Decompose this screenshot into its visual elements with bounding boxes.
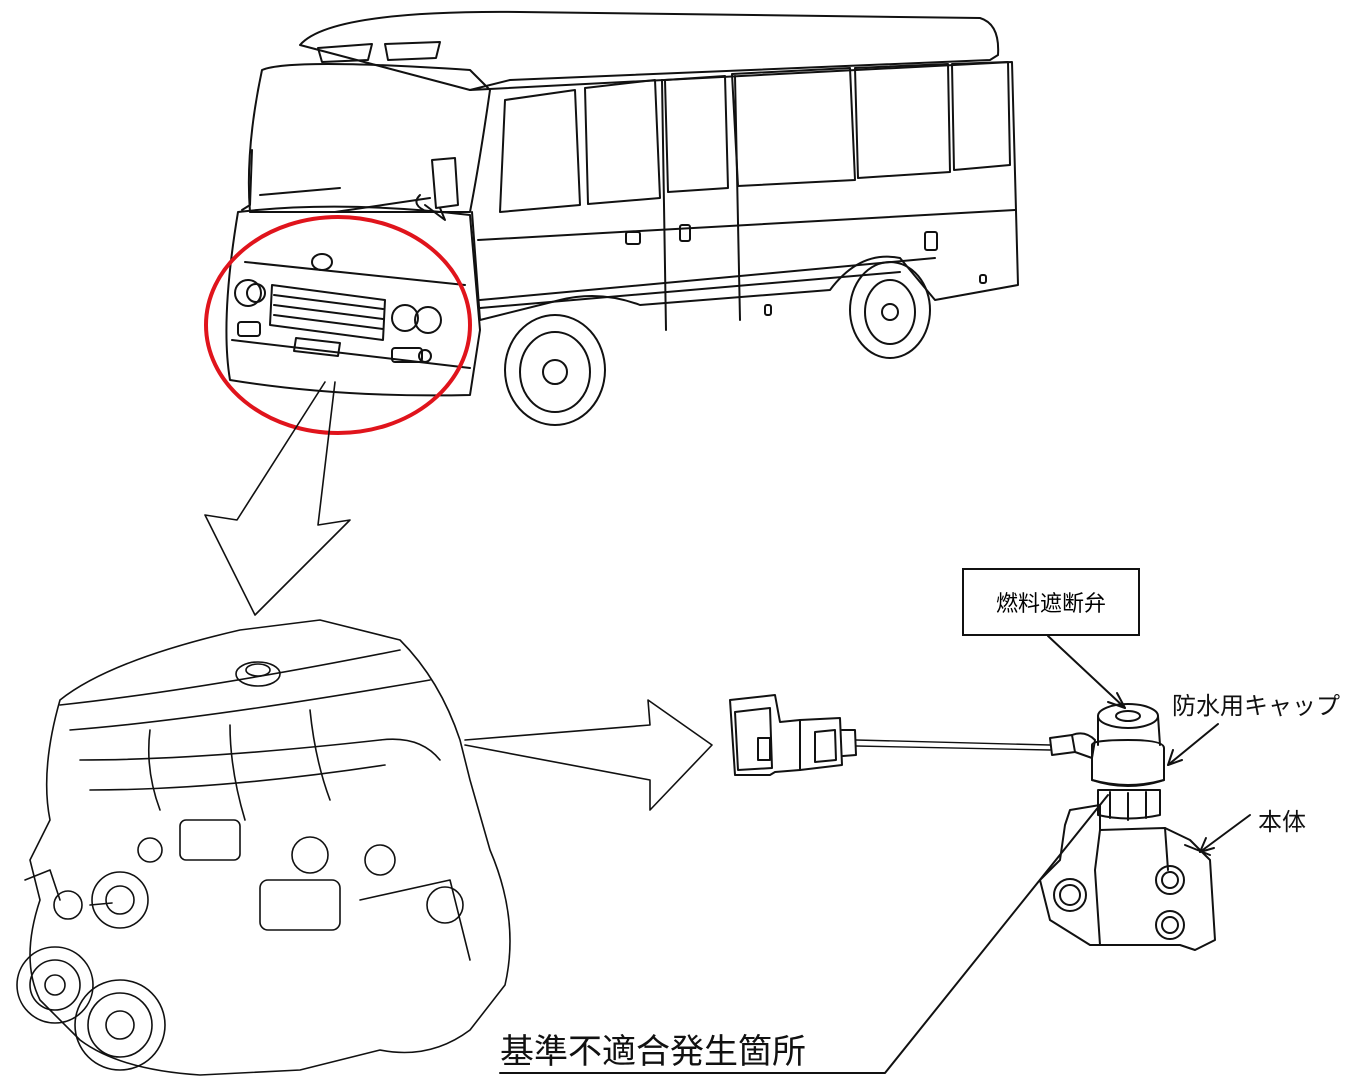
highlight-circle bbox=[204, 215, 472, 435]
fuel-shutoff-valve-label: 燃料遮断弁 bbox=[962, 568, 1140, 636]
waterproof-cap-label: 防水用キャップ bbox=[1172, 692, 1340, 720]
nonconformity-location-label: 基準不適合発生箇所 bbox=[500, 1032, 806, 1072]
microbus-illustration bbox=[225, 10, 1019, 426]
main-body-label: 本体 bbox=[1258, 808, 1306, 836]
right-arrow bbox=[464, 699, 713, 811]
fuel-shutoff-valve-illustration bbox=[729, 694, 1216, 951]
engine-illustration bbox=[16, 619, 511, 1076]
down-arrow bbox=[204, 381, 351, 616]
leader-lines bbox=[499, 635, 1251, 1074]
